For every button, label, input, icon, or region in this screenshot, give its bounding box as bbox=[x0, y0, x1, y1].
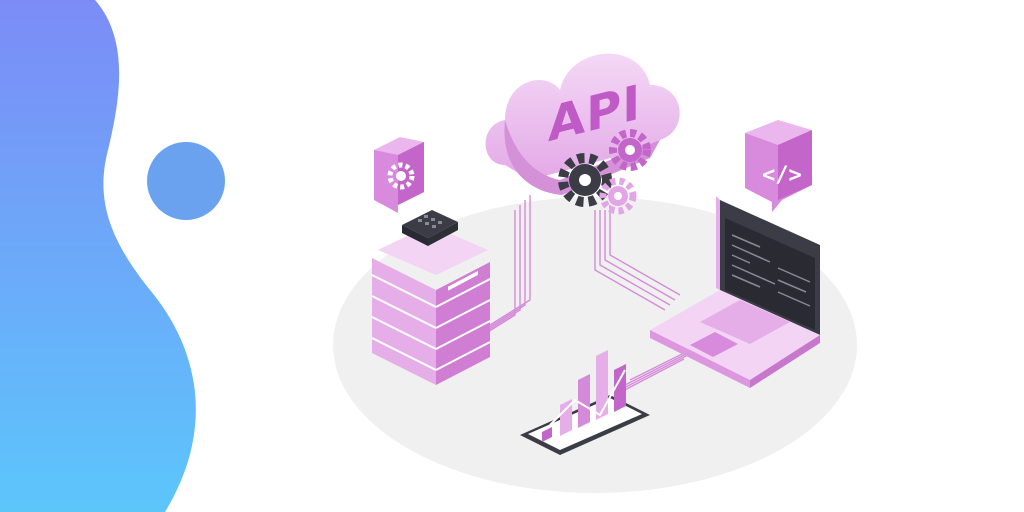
server-units bbox=[371, 258, 491, 385]
laptop bbox=[650, 196, 820, 388]
gear-icon bbox=[599, 177, 637, 215]
code-icon: </> bbox=[762, 163, 802, 188]
code-badge: </> bbox=[745, 120, 812, 212]
server-rack bbox=[371, 210, 491, 385]
gear-icon bbox=[558, 153, 612, 207]
gear-icon bbox=[387, 162, 415, 190]
gear-badge bbox=[374, 137, 424, 213]
gear-icon bbox=[609, 129, 651, 171]
tablet-chart bbox=[520, 350, 650, 455]
bar-shapes bbox=[542, 350, 626, 442]
gears bbox=[558, 129, 651, 215]
decorative-blob bbox=[0, 0, 196, 512]
decorative-dot bbox=[147, 142, 225, 220]
